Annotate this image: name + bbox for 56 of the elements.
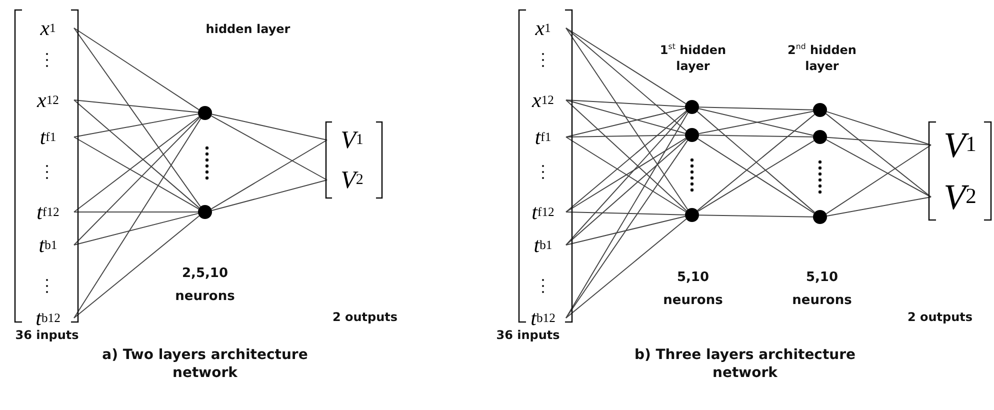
- neuron-circle: [685, 128, 699, 142]
- connection-line: [826, 139, 932, 198]
- connection-line: [825, 113, 932, 198]
- neuron-circle: [198, 106, 212, 120]
- neuron-count-label: 5,10 neurons: [792, 269, 852, 310]
- connection-line: [698, 214, 814, 218]
- neuron-circle: [813, 103, 827, 117]
- output-count-label: 2 outputs: [906, 310, 974, 326]
- neuron-circle: [198, 205, 212, 219]
- connection-line: [566, 111, 688, 246]
- input-count-label: 36 inputs: [495, 328, 561, 344]
- layer-label: hidden layer: [204, 22, 292, 38]
- neuron-circle: [813, 130, 827, 144]
- connection-line: [826, 196, 932, 216]
- connection-line: [566, 28, 688, 210]
- connection-line: [74, 136, 200, 210]
- connection-line: [74, 118, 202, 318]
- connection-line: [698, 134, 814, 138]
- neuron-circle: [813, 210, 827, 224]
- connection-line: [74, 100, 199, 113]
- connection-line: [566, 108, 686, 138]
- connection-line: [210, 115, 328, 180]
- connection-line: [566, 134, 686, 138]
- connection-line: [566, 100, 686, 108]
- connection-line: [74, 28, 201, 208]
- connection-line: [566, 28, 687, 132]
- connection-line: [74, 100, 200, 208]
- neuron-circle: [685, 100, 699, 114]
- connection-line: [74, 117, 200, 246]
- connection-line: [211, 114, 328, 140]
- caption-text: b) Three layers architecture network: [633, 346, 857, 382]
- connection-line: [826, 144, 932, 214]
- connection-line: [566, 218, 687, 318]
- connection-line: [826, 111, 932, 146]
- neuron-count-label: 5,10 neurons: [663, 269, 723, 310]
- connection-line: [210, 140, 328, 210]
- connection-line: [74, 116, 200, 212]
- caption-text: a) Two layers architecture network: [101, 346, 309, 382]
- connection-line: [74, 212, 199, 246]
- connection-line: [698, 106, 814, 110]
- layer-label: 2$^{nd}$ hidden layer: [786, 42, 858, 74]
- connection-line: [74, 28, 200, 110]
- connection-line: [566, 100, 686, 134]
- connection-line: [74, 215, 200, 318]
- connection-line: [566, 216, 686, 246]
- connection-line: [211, 180, 328, 211]
- layer-label: 1$^{st}$ hidden layer: [658, 42, 728, 74]
- connection-line: [566, 28, 686, 104]
- neuron-circle: [685, 208, 699, 222]
- connection-line: [826, 136, 932, 146]
- output-count-label: 2 outputs: [331, 310, 399, 326]
- connection-line: [566, 212, 686, 216]
- input-count-label: 36 inputs: [14, 328, 80, 344]
- connection-line: [566, 138, 687, 246]
- neuron-count-label: 2,5,10 neurons: [174, 265, 236, 306]
- connection-line: [74, 114, 199, 138]
